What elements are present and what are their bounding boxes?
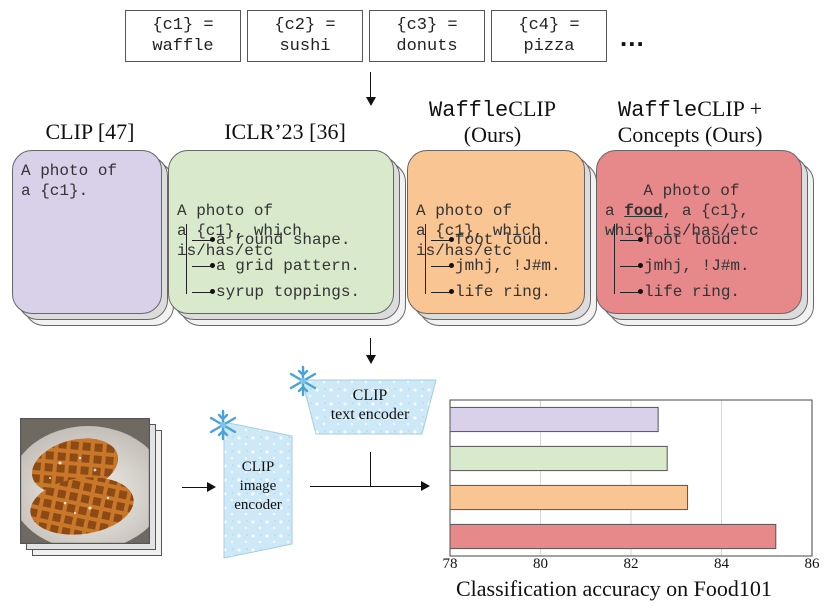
tree-trunk xyxy=(186,224,187,294)
prompt-text: A photo of a xyxy=(605,182,740,220)
arrow-classes-to-prompts xyxy=(370,72,371,98)
tree-trunk xyxy=(614,224,615,294)
prompt-text: , a {c1}, which is/has/etc xyxy=(605,202,759,240)
prompt-text: A photo of a {c1}, which is/has/etc xyxy=(416,202,541,260)
x-tick-label: 86 xyxy=(804,556,820,572)
method-title-text: CLIP + xyxy=(697,96,762,121)
prompt-text: A photo of a {c1}, which is/has/etc xyxy=(177,202,302,260)
method-title-text: CLIP xyxy=(508,96,556,121)
encoder-line: encoder xyxy=(234,497,282,513)
arrow-image-to-encoder xyxy=(182,487,208,488)
class-placeholder: {c3} = xyxy=(396,16,458,35)
method-title-mono: Waffle xyxy=(618,98,698,123)
encoder-line: image xyxy=(239,478,277,494)
food-image-stack xyxy=(20,418,170,558)
descriptor-item: foot loud. xyxy=(430,231,552,249)
arrow-prompts-to-encoder xyxy=(370,338,371,356)
class-placeholder: {c2} = xyxy=(274,16,336,35)
x-tick-label: 84 xyxy=(714,556,729,572)
class-placeholder: {c4} = xyxy=(518,16,580,35)
x-tick-label: 78 xyxy=(442,556,458,572)
method-title-mono: Waffle xyxy=(429,98,509,123)
prompt-card-waffleclip: A photo of a {c1}, which is/has/etc xyxy=(407,150,585,314)
concept-word: food xyxy=(624,202,663,220)
prompt-card-iclr: A photo of a {c1}, which is/has/etc xyxy=(168,150,394,314)
x-tick-label: 80 xyxy=(533,556,548,572)
image-encoder-block xyxy=(223,421,293,559)
arrow-head-icon xyxy=(366,355,376,364)
tree-trunk xyxy=(425,224,426,294)
prompt-stack-waffleclip: A photo of a {c1}, which is/has/etc foot… xyxy=(407,150,597,326)
text-encoder-label: CLIP text encoder xyxy=(310,386,430,424)
descriptor-item: jmhj, !J#m. xyxy=(620,257,750,275)
class-name: waffle xyxy=(152,37,214,56)
waffle-photo xyxy=(20,418,150,544)
snowflake-icon xyxy=(209,409,237,441)
descriptor-item: life ring. xyxy=(619,283,741,301)
prompt-stack-waffleclip-concepts: A photo of a food, a {c1}, which is/has/… xyxy=(596,150,814,326)
method-title-wafflecclip-concepts: WaffleCLIP + Concepts (Ours) xyxy=(590,97,790,147)
accuracy-bar-3 xyxy=(449,484,689,511)
arrow-head-icon xyxy=(207,482,216,492)
method-title-wafflecclip: WaffleCLIP (Ours) xyxy=(405,97,580,147)
class-box-c2: {c2} = sushi xyxy=(247,10,363,62)
prompt-stack-iclr: A photo of a {c1}, which is/has/etc a ro… xyxy=(168,150,406,326)
x-tick-label: 82 xyxy=(623,556,639,572)
method-title-iclr: ICLR’23 [36] xyxy=(185,120,385,144)
arrow-head-icon xyxy=(421,481,430,491)
accuracy-bar-2 xyxy=(449,445,668,472)
prompt-card-clip: A photo of a {c1}. xyxy=(12,150,162,314)
descriptor-item: syrup toppings. xyxy=(191,283,361,301)
snowflake-icon xyxy=(289,365,317,397)
descriptor-item: life ring. xyxy=(430,283,552,301)
class-name: sushi xyxy=(279,37,331,56)
class-box-c4: {c4} = pizza xyxy=(491,10,607,62)
method-title-clip: CLIP [47] xyxy=(20,120,160,144)
arrow-head-icon xyxy=(366,97,376,106)
arrow-text-encoder-down xyxy=(370,452,371,486)
class-name: pizza xyxy=(523,37,575,56)
chart-x-axis-label: Classification accuracy on Food101 xyxy=(456,576,772,601)
text-encoder-block xyxy=(301,379,437,435)
method-title-sub: (Ours) xyxy=(463,122,522,147)
method-title-text: CLIP [47] xyxy=(45,119,135,144)
descriptor-item: foot loud. xyxy=(619,231,741,249)
more-classes-ellipsis: ... xyxy=(620,22,645,52)
encoder-line: text encoder xyxy=(330,406,410,423)
arrow-merge-to-chart xyxy=(310,486,422,487)
chart-frame xyxy=(449,399,813,557)
method-title-text: ICLR’23 [36] xyxy=(224,119,346,144)
accuracy-bar-4 xyxy=(449,523,777,550)
method-title-sub: Concepts (Ours) xyxy=(617,122,763,147)
class-box-c1: {c1} = waffle xyxy=(125,10,241,62)
encoder-line: CLIP xyxy=(241,459,275,475)
accuracy-bar-1 xyxy=(449,406,659,433)
encoder-line: CLIP xyxy=(352,387,388,404)
descriptor-item: a grid pattern. xyxy=(191,257,361,275)
accuracy-bar-chart xyxy=(449,399,813,557)
prompt-stack-clip: A photo of a {c1}. xyxy=(12,150,174,326)
prompt-card-waffleclip-concepts: A photo of a food, a {c1}, which is/has/… xyxy=(596,150,802,314)
class-box-c3: {c3} = donuts xyxy=(369,10,485,62)
class-name: donuts xyxy=(396,37,458,56)
descriptor-item: a round shape. xyxy=(191,231,351,249)
image-encoder-label: CLIP image encoder xyxy=(222,458,294,515)
class-placeholder: {c1} = xyxy=(152,16,214,35)
descriptor-item: jmhj, !J#m. xyxy=(431,257,561,275)
